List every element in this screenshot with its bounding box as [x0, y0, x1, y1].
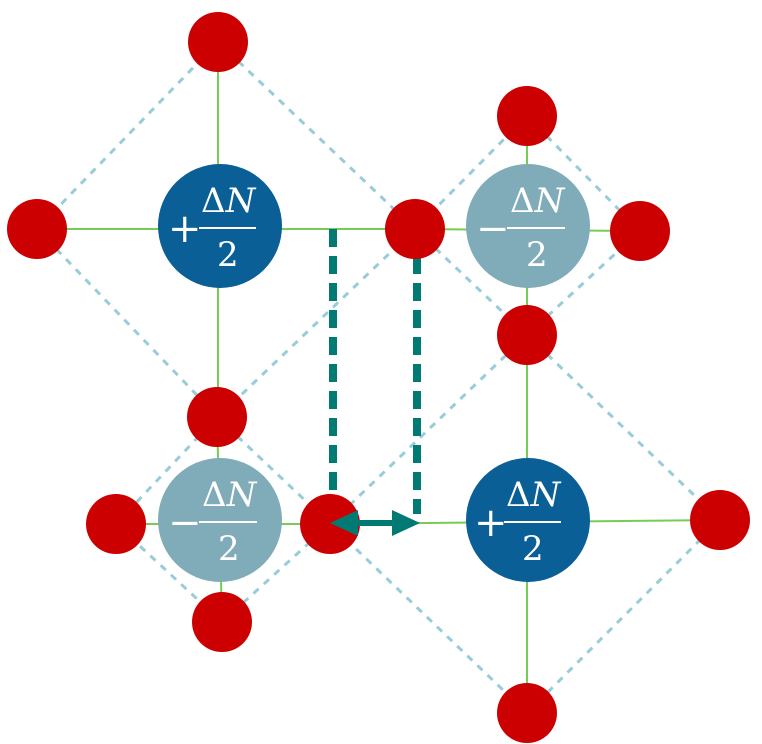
charge-numerator: ΔN: [201, 181, 257, 221]
oxygen-atom: [497, 305, 557, 365]
arrow-head-left: [330, 510, 358, 536]
oxygen-anions: [7, 12, 750, 743]
octahedron-outline-bottom-left: [113, 414, 333, 625]
charge-denominator: 2: [217, 235, 239, 275]
oxygen-atom: [7, 199, 67, 259]
oxygen-atom: [86, 494, 146, 554]
charge-denominator: 2: [522, 529, 544, 569]
displacement-arrow: [330, 510, 420, 536]
charge-denominator: 2: [526, 235, 548, 275]
arrow-head-right: [392, 510, 420, 536]
oxygen-atom: [187, 387, 247, 447]
charge-sign: +: [168, 206, 202, 252]
charge-sign: −: [476, 206, 510, 252]
charge-labels: + ΔN 2 − ΔN 2 − ΔN 2 + ΔN 2: [168, 181, 566, 569]
oxygen-atom: [690, 490, 750, 550]
negative-cation-bottom-left: [158, 458, 282, 582]
oxygen-atom: [385, 199, 445, 259]
oxygen-atom: [497, 86, 557, 146]
oxygen-atom: [192, 592, 252, 652]
charge-label-bottom-left: − ΔN 2: [168, 475, 258, 569]
charge-label-top-left: + ΔN 2: [168, 181, 257, 275]
octahedron-edges: [34, 39, 723, 716]
charge-numerator: ΔN: [510, 181, 566, 221]
charge-denominator: 2: [218, 529, 240, 569]
positive-cation-top-left: [158, 164, 282, 288]
positive-cation-bottom-right: [466, 458, 590, 582]
charge-numerator: ΔN: [202, 475, 258, 515]
oxygen-atom: [188, 12, 248, 72]
charge-label-top-right: − ΔN 2: [476, 181, 566, 275]
charge-sign: −: [168, 500, 202, 546]
bonds: [37, 42, 721, 713]
charge-numerator: ΔN: [506, 475, 562, 515]
cations: [158, 164, 590, 582]
oxygen-atom: [497, 683, 557, 743]
oxygen-atom: [300, 494, 360, 554]
displacement-indicator: [329, 229, 421, 514]
negative-cation-top-right: [466, 164, 590, 288]
charge-sign: +: [474, 500, 508, 546]
oxygen-atom: [610, 201, 670, 261]
charge-label-bottom-right: + ΔN 2: [474, 475, 562, 569]
